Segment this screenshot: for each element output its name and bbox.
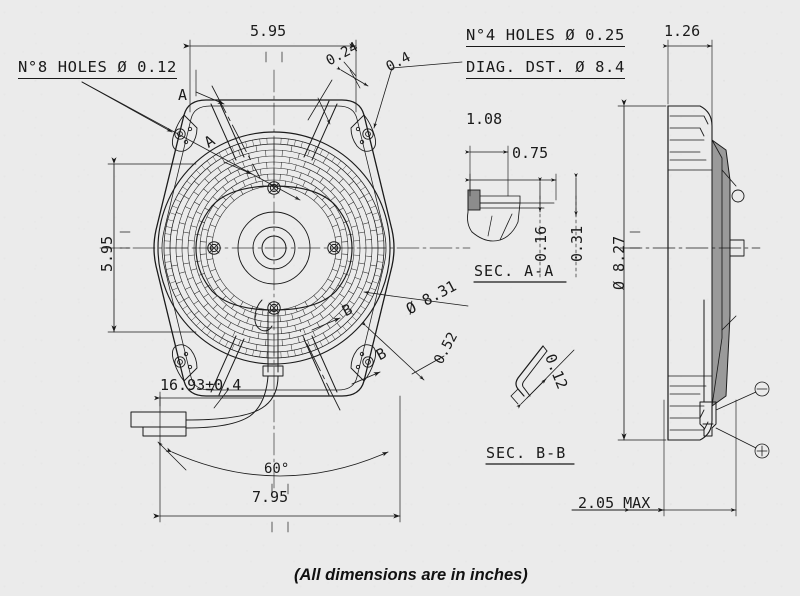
drawing-caption: (All dimensions are in inches): [294, 566, 528, 584]
dim-side-diameter: Ø 8.27: [610, 235, 628, 290]
dim-cable-length: 16.93±0.4: [160, 376, 242, 394]
dim-left-height: 5.95: [98, 235, 116, 272]
cable-exit: [254, 299, 284, 377]
dim-max-depth: 2.05 MAX: [578, 494, 651, 512]
dim-side-depth: 1.26: [664, 22, 701, 40]
dim-aa-0-31: 0.31: [568, 225, 586, 262]
label-section-bb: SEC. B-B: [486, 444, 567, 462]
note-diag-dst: DIAG. DST. Ø 8.4: [466, 59, 625, 79]
dim-overall-width: 7.95: [252, 488, 289, 506]
section-mark-a-top: A: [178, 86, 188, 104]
dim-top-width: 5.95: [250, 22, 287, 40]
note-8-holes: N°8 HOLES Ø 0.12: [18, 59, 177, 79]
dimension-lines-front: [81, 39, 471, 533]
side-view-group: [571, 39, 770, 517]
cable-connector: [130, 411, 187, 437]
label-section-aa: SEC. A-A: [474, 262, 555, 280]
fan-support-arms: [210, 100, 338, 396]
dim-angle-60: 60°: [264, 461, 290, 477]
section-aa-detail: [465, 145, 578, 283]
dim-aa-0-75: 0.75: [512, 144, 549, 162]
section-bb-detail: [485, 345, 575, 465]
dim-aa-0-16: 0.16: [532, 225, 550, 262]
dim-aa-1-08: 1.08: [466, 110, 503, 128]
front-view-group: [81, 39, 471, 533]
note-4-holes: N°4 HOLES Ø 0.25: [466, 27, 625, 47]
power-cable: [185, 375, 279, 429]
